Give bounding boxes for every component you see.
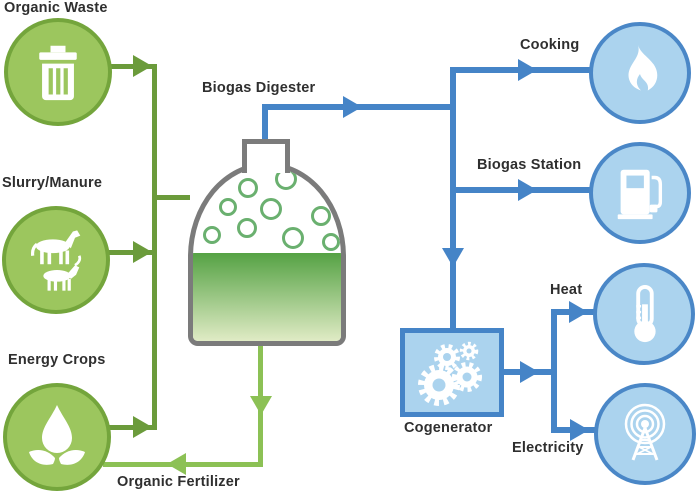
node-electricity [594,383,696,485]
thermometer-icon [634,284,656,343]
arrow-cooking [518,59,537,81]
node-energy-crops [3,383,111,491]
label-organic-fertilizer: Organic Fertilizer [117,474,240,490]
fuel-pump-icon [617,169,663,220]
bubble [238,178,258,198]
arrow-electricity [570,419,589,441]
flow-line-biogas-main-v [450,67,456,330]
digester-liquid [193,253,341,341]
label-biogas-station: Biogas Station [477,157,582,173]
flow-line-heat-elec-v [551,309,557,433]
node-slurry-manure [2,206,110,314]
bubble [219,198,237,216]
bubble [311,206,331,226]
livestock-icon [30,230,82,291]
arrow-organic-waste [133,55,152,77]
label-biogas-digester: Biogas Digester [202,80,316,96]
arrow-slurry [133,241,152,263]
bubble [282,227,304,249]
flow-line-digester-up [262,104,268,144]
drop-leaves-icon [29,405,85,465]
bubble [203,226,221,244]
label-cooking: Cooking [520,37,580,53]
flow-line-digester-feed [155,195,190,200]
node-heat [593,263,695,365]
node-biogas-station [589,142,691,244]
bubble [260,198,282,220]
label-slurry-manure: Slurry/Manure [2,175,103,191]
label-heat: Heat [550,282,583,298]
bubble [237,218,257,238]
digester-neck [242,139,290,173]
node-cooking [589,22,691,124]
arrow-fertilizer [167,453,186,475]
bubble [320,181,340,201]
node-organic-waste [4,18,112,126]
flow-line-slurry [104,250,154,255]
arrow-cogenerator-out [520,361,539,383]
arrow-biogas-station [518,179,537,201]
label-electricity: Electricity [512,440,584,456]
radio-tower-icon [624,403,666,461]
node-cogenerator [400,328,504,417]
label-organic-waste: Organic Waste [4,0,108,16]
arrow-energy-crops [133,416,152,438]
label-cogenerator: Cogenerator [404,420,493,436]
trash-icon [39,45,77,101]
digester-vessel [188,162,346,346]
arrow-digester-out [250,396,272,415]
gears-icon [418,341,482,406]
label-energy-crops: Energy Crops [8,352,106,368]
flow-line-collector [152,64,157,430]
arrow-to-cogenerator [442,248,464,267]
arrow-heat [569,301,588,323]
bubble [322,233,340,251]
flow-line-organic-waste [106,64,154,69]
flame-icon [628,44,658,91]
flow-line-energy-crops [106,425,154,430]
arrow-biogas-main [343,96,362,118]
